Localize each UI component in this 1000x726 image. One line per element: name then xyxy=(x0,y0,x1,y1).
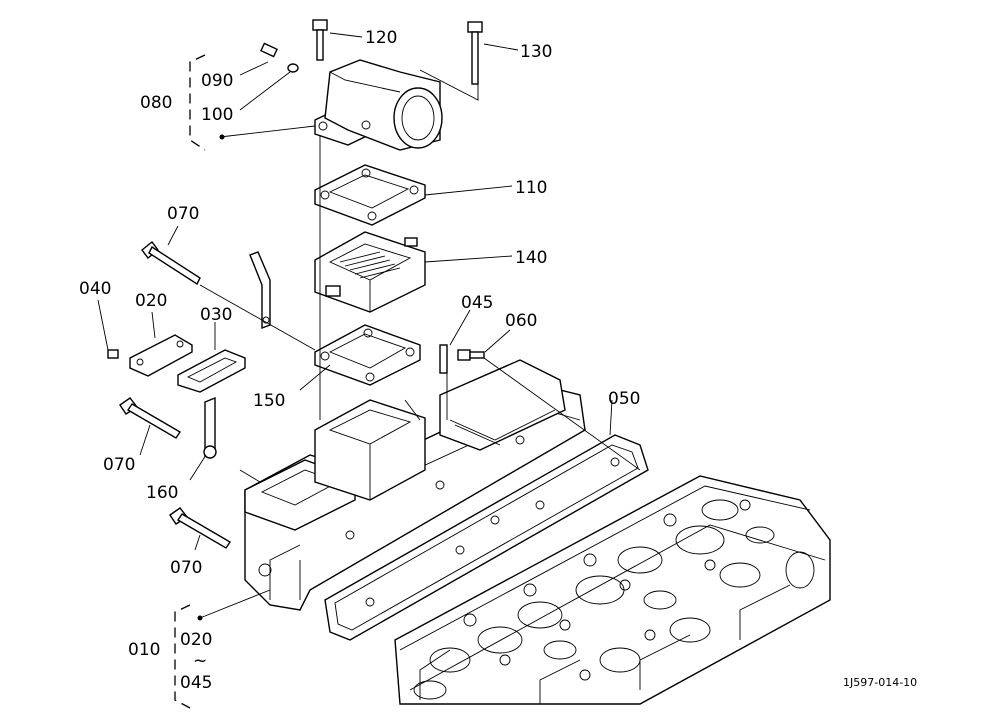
drawing-code: 1J597-014-10 xyxy=(843,676,917,689)
callout-060: 060 xyxy=(505,311,537,331)
callout-010: 010 xyxy=(128,640,160,660)
cylinder-head xyxy=(394,475,831,705)
group-bracket-010 xyxy=(174,604,203,709)
group-bracket-080 xyxy=(189,54,225,151)
callout-050: 050 xyxy=(608,389,640,409)
screw-040 xyxy=(107,349,119,359)
callout-140: 140 xyxy=(515,248,547,268)
callout-labels: 120 130 090 080 100 110 070 140 040 020 … xyxy=(79,28,917,693)
gasket-110 xyxy=(314,164,426,226)
callout-090: 090 xyxy=(201,71,233,91)
bolt-130 xyxy=(467,21,483,85)
callout-030: 030 xyxy=(200,305,232,325)
bolt-070-top xyxy=(141,241,201,286)
gasket-030 xyxy=(177,349,246,393)
bolt-070-middle xyxy=(119,397,181,439)
air-heater-140 xyxy=(314,231,426,313)
callout-070-bottom: 070 xyxy=(170,558,202,578)
callout-100: 100 xyxy=(201,105,233,125)
callout-080: 080 xyxy=(140,93,172,113)
bolt-070-bottom xyxy=(169,507,231,549)
callout-150: 150 xyxy=(253,391,285,411)
callout-045-top: 045 xyxy=(461,293,493,313)
link-160 xyxy=(203,396,217,459)
callout-040: 040 xyxy=(79,279,111,299)
callout-070-top: 070 xyxy=(167,204,199,224)
gasket-150 xyxy=(314,324,421,386)
inlet-elbow-080 xyxy=(260,42,443,151)
bolt-060 xyxy=(457,349,485,361)
callout-160: 160 xyxy=(146,483,178,503)
callout-070-middle: 070 xyxy=(103,455,135,475)
callout-020-range-start: 020 xyxy=(180,630,212,650)
leader-lines xyxy=(97,32,641,619)
cover-plate-020 xyxy=(129,334,193,377)
callout-110: 110 xyxy=(515,178,547,198)
intake-manifold xyxy=(244,359,586,611)
callout-045-range-end: 045 xyxy=(180,673,212,693)
callout-130: 130 xyxy=(520,42,552,62)
callout-120: 120 xyxy=(365,28,397,48)
bolt-120 xyxy=(312,19,328,61)
gasket-050 xyxy=(324,434,649,641)
range-tilde: ~ xyxy=(193,651,207,671)
stud-045 xyxy=(439,344,448,374)
callout-020-top: 020 xyxy=(135,291,167,311)
bracket xyxy=(249,251,271,330)
